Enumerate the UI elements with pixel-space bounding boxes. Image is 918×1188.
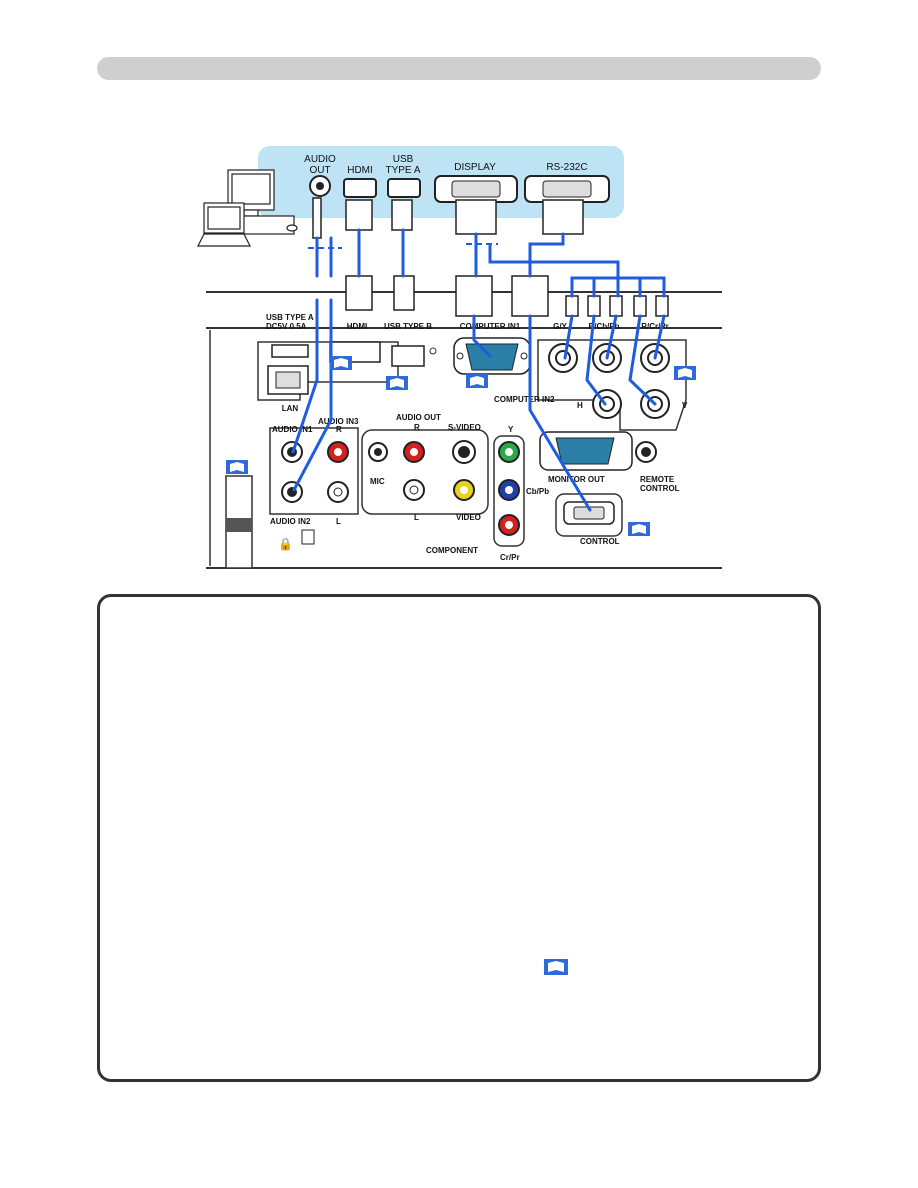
- component-cb-jack-icon: [498, 479, 520, 501]
- bnc-g-y-icon: [548, 343, 578, 373]
- book-icon: [674, 366, 696, 380]
- computer-in1-label: COMPUTER IN1: [460, 322, 521, 331]
- control-port-icon: [555, 493, 623, 537]
- book-icon: [628, 522, 650, 536]
- connection-diagram: AUDIO OUT HDMI USB TYPE A DISPLAY RS-232…: [197, 146, 722, 569]
- audio-out-l-label: L: [414, 513, 419, 522]
- audio-in3-r-jack-icon: [327, 441, 349, 463]
- usb-power-label: DC5V 0.5A: [266, 322, 307, 331]
- security-slot-icon: [301, 529, 315, 545]
- audio-out-r-jack-icon: [403, 441, 425, 463]
- pc-display-label: DISPLAY: [454, 162, 496, 173]
- bcbpb-label: B/Cb/Pb: [588, 322, 619, 331]
- remote-control-label-1: REMOTE: [640, 475, 675, 484]
- lan-label: LAN: [282, 404, 299, 413]
- pc-rs232c-port-icon: [524, 175, 610, 203]
- h-label: H: [577, 401, 583, 410]
- cr-pr-label: Cr/Pr: [500, 553, 520, 562]
- book-icon: [386, 376, 408, 390]
- book-icon: [466, 374, 488, 388]
- usb-type-b-label: USB TYPE B: [384, 322, 432, 331]
- audio-in2-jack-icon: [281, 481, 303, 503]
- audio-out-label: AUDIO OUT: [396, 413, 441, 422]
- component-label: COMPONENT: [426, 546, 478, 555]
- pc-audio-out-label-2: OUT: [309, 165, 330, 176]
- video-label: VIDEO: [456, 513, 481, 522]
- audio-in2-label: AUDIO IN2: [270, 517, 311, 526]
- book-icon: [226, 460, 248, 474]
- hdmi-label: HDMI: [347, 322, 367, 331]
- pc-hdmi-label: HDMI: [347, 165, 373, 176]
- book-icon: [330, 356, 352, 370]
- computer-in2-label: COMPUTER IN2: [494, 395, 555, 404]
- mic-label: MIC: [370, 477, 385, 486]
- usb-type-a-label: USB TYPE A: [266, 313, 314, 322]
- computer-illustration: [197, 169, 298, 247]
- v-label: V: [682, 401, 688, 410]
- computer-in1-port-icon: [453, 337, 531, 375]
- cable-lines: [291, 228, 666, 512]
- pc-hdmi-port-icon: [343, 178, 377, 198]
- audio-in3-l-label: L: [336, 517, 341, 526]
- control-label: CONTROL: [580, 537, 620, 546]
- gy-label: G/Y: [553, 322, 567, 331]
- audio-in3-l-jack-icon: [327, 481, 349, 503]
- audio-in3-label: AUDIO IN3: [318, 417, 359, 426]
- section-title-bar: [97, 57, 821, 80]
- monitor-out-port-icon: [539, 431, 633, 471]
- pc-audio-out-label-1: AUDIO: [304, 154, 336, 165]
- remote-control-jack-icon: [635, 441, 657, 463]
- pc-rs232c-label: RS-232C: [546, 162, 587, 173]
- cb-pb-label: Cb/Pb: [526, 487, 549, 496]
- remote-control-label-2: CONTROL: [640, 484, 680, 493]
- rcrpr-label: R/Cr/Pr: [641, 322, 669, 331]
- note-box: [97, 594, 821, 1082]
- y-label: Y: [508, 425, 514, 434]
- s-video-label: S-VIDEO: [448, 423, 481, 432]
- pc-usb-port-icon: [387, 178, 421, 198]
- pc-usb-label-2: TYPE A: [385, 165, 420, 176]
- pc-display-port-icon: [434, 175, 518, 203]
- component-cr-jack-icon: [498, 514, 520, 536]
- audio-out-l-jack-icon: [403, 479, 425, 501]
- lock-icon: 🔒: [278, 537, 293, 551]
- monitor-out-label: MONITOR OUT: [548, 475, 605, 484]
- book-icon: [544, 959, 568, 975]
- audio-in1-label: AUDIO IN1: [272, 425, 313, 434]
- lan-port-icon: [267, 365, 309, 395]
- usb-a-port-icon: [271, 344, 309, 358]
- pc-usb-label-1: USB: [393, 154, 414, 165]
- s-video-port-icon: [452, 440, 476, 464]
- audio-in3-r-label: R: [336, 425, 342, 434]
- audio-out-r-label: R: [414, 423, 420, 432]
- usb-b-port-icon: [391, 345, 425, 367]
- component-y-jack-icon: [498, 441, 520, 463]
- mic-jack-icon: [368, 442, 388, 462]
- video-jack-icon: [453, 479, 475, 501]
